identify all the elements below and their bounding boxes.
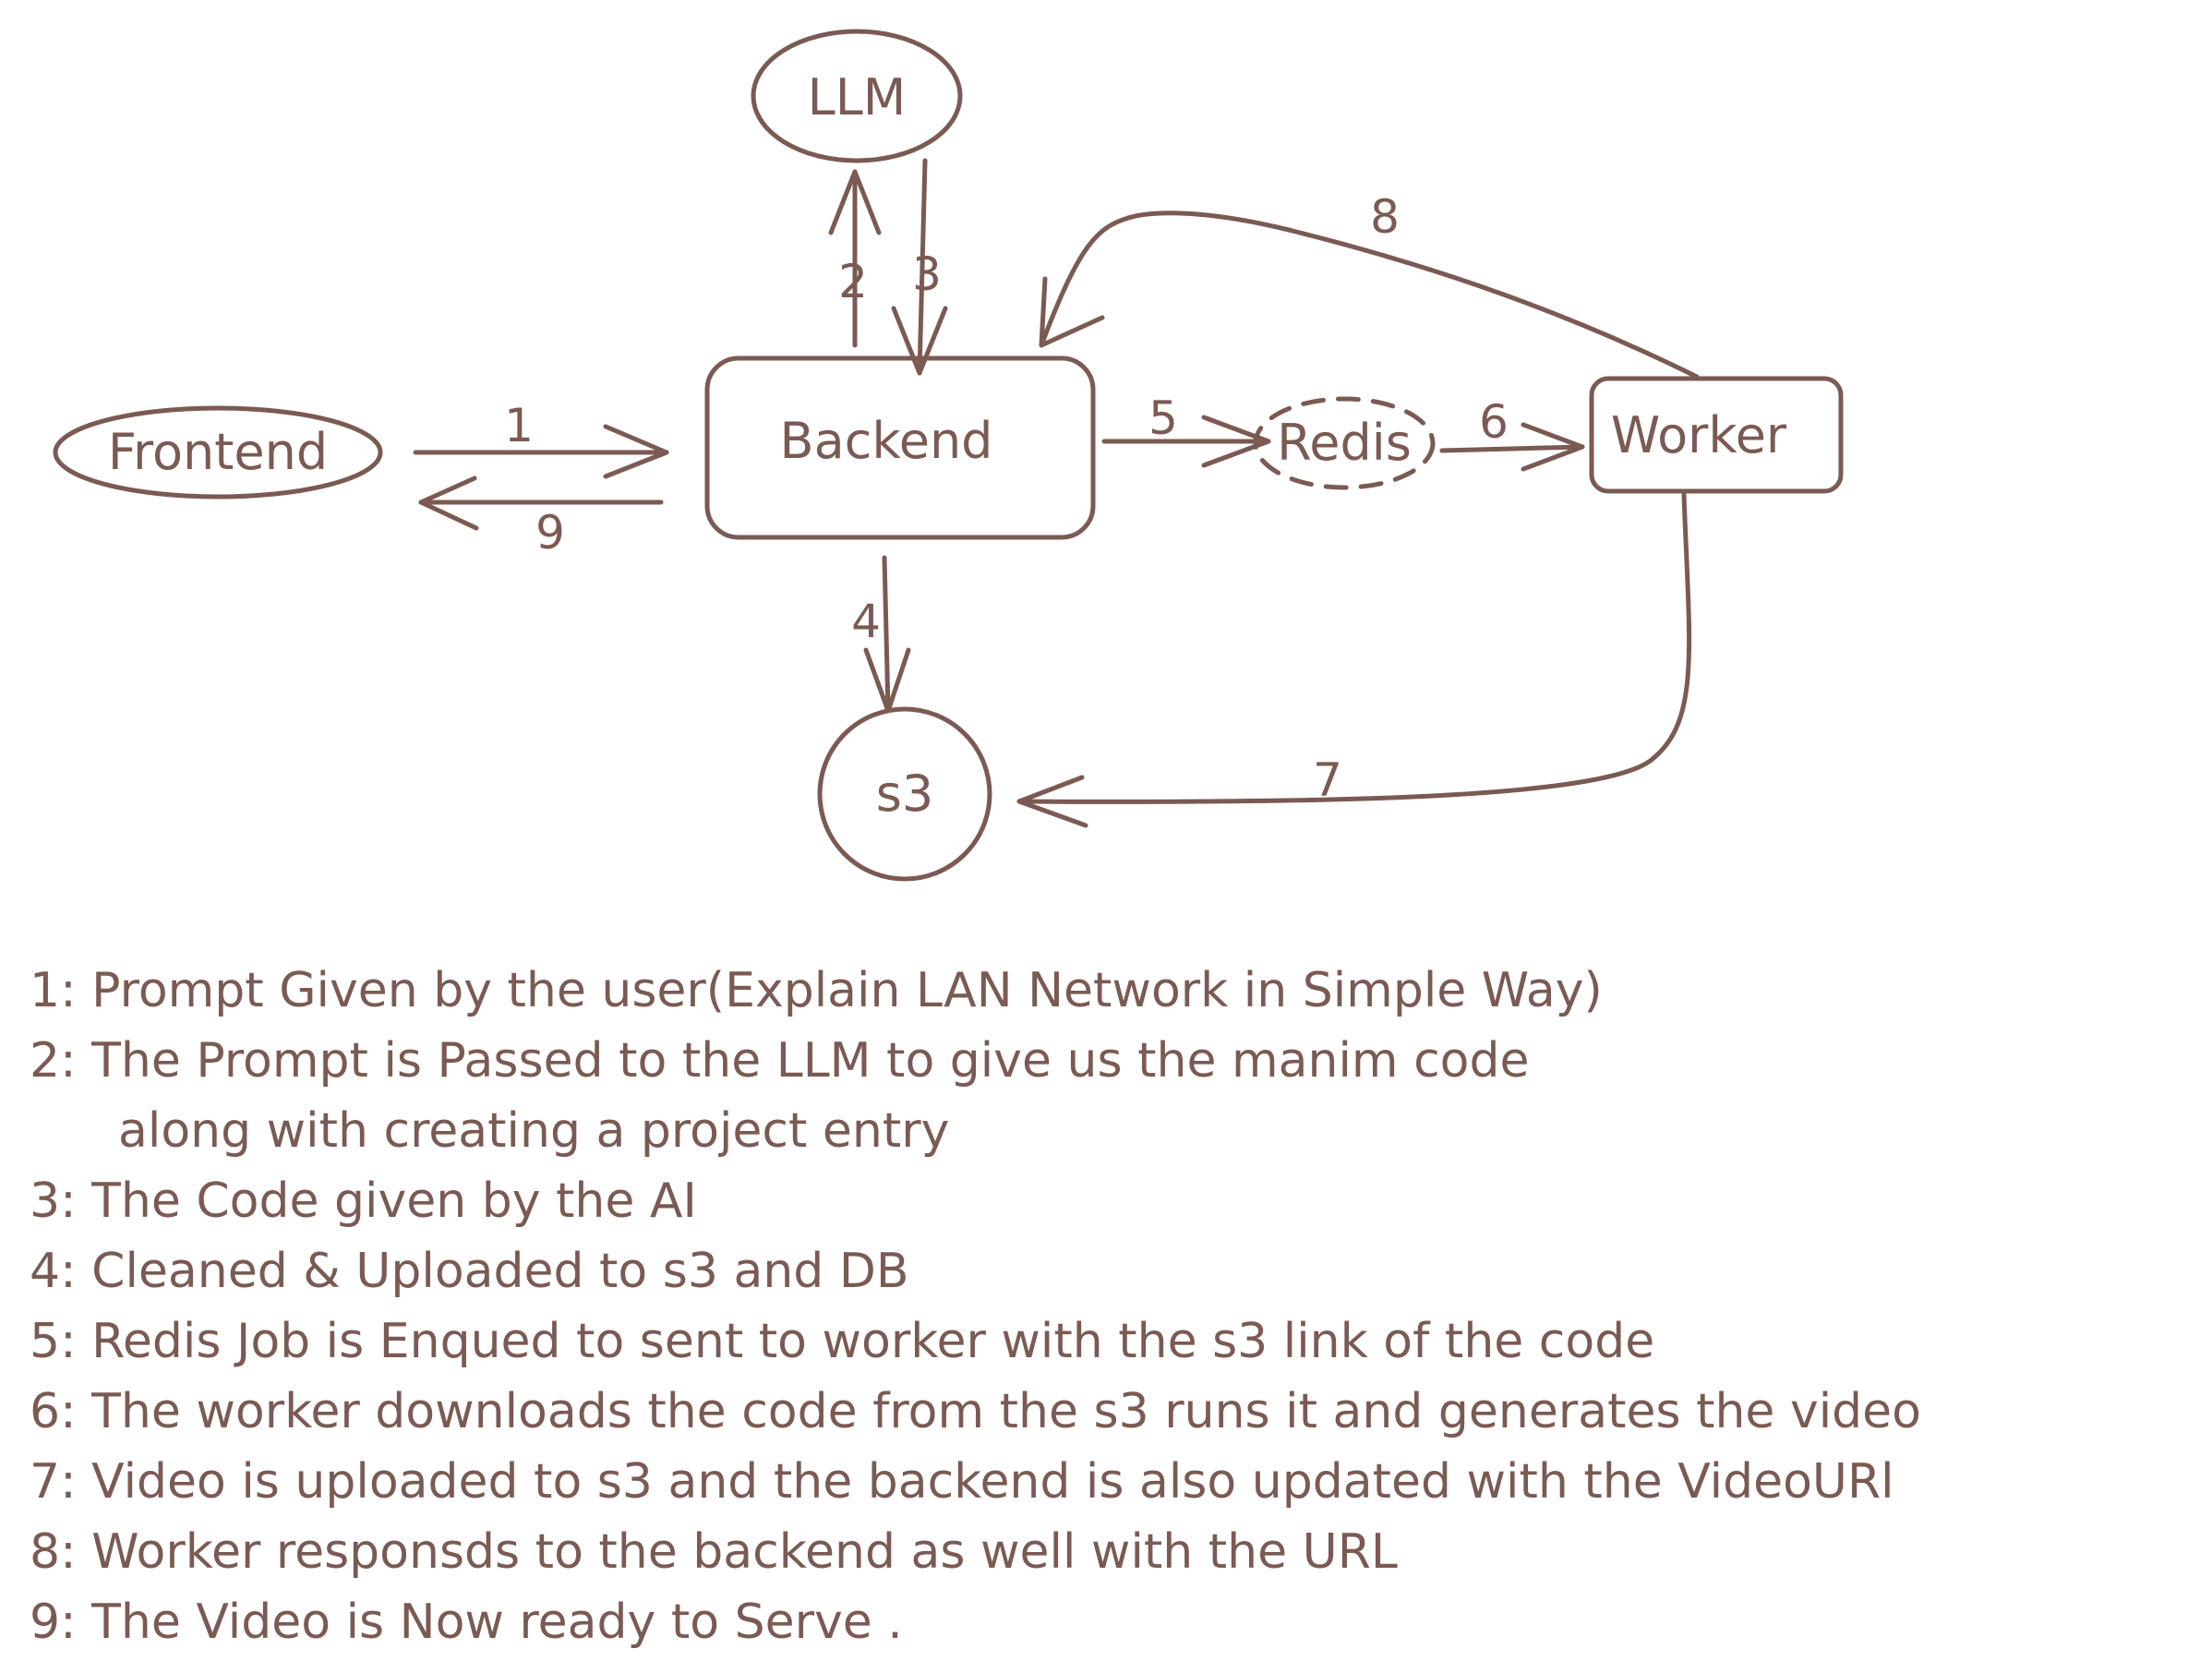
legend-line: 2: The Prompt is Passed to the LLM to gi… bbox=[30, 1033, 1530, 1089]
edge-7-arrow bbox=[1016, 492, 1692, 828]
backend-label: Backend bbox=[780, 412, 993, 470]
legend-line: 4: Cleaned & Uploaded to s3 and DB bbox=[30, 1244, 909, 1299]
edge-5-arrow bbox=[1101, 415, 1271, 468]
edge-8-label: 8 bbox=[1370, 190, 1400, 244]
frontend-node bbox=[53, 405, 383, 499]
edge-1-arrow bbox=[413, 424, 669, 479]
legend-line: 8: Worker responsds to the backend as we… bbox=[30, 1524, 1398, 1580]
edge-2-arrow bbox=[828, 169, 882, 348]
llm-node bbox=[751, 29, 963, 163]
edge-6-arrow bbox=[1439, 422, 1585, 472]
edge-2-label: 2 bbox=[838, 255, 868, 308]
legend-line: 1: Prompt Given by the user(Explain LAN … bbox=[30, 963, 1603, 1018]
edge-7-label: 7 bbox=[1313, 753, 1342, 807]
edge-5-label: 5 bbox=[1148, 391, 1178, 445]
edge-9-arrow bbox=[418, 475, 664, 531]
edge-4-arrow bbox=[863, 555, 911, 714]
s3-label: s3 bbox=[876, 764, 934, 823]
edge-3-label: 3 bbox=[912, 247, 942, 301]
legend: 1: Prompt Given by the user(Explain LAN … bbox=[30, 963, 1921, 1650]
legend-line: 3: The Code given by the AI bbox=[30, 1174, 697, 1229]
edge-9-label: 9 bbox=[535, 506, 565, 560]
legend-line: 7: Video is uploaded to s3 and the backe… bbox=[30, 1454, 1894, 1510]
legend-line: 5: Redis Job is Enqued to sent to worker… bbox=[30, 1314, 1654, 1369]
legend-line: 9: The Video is Now ready to Serve . bbox=[30, 1595, 903, 1650]
edge-3-arrow bbox=[891, 158, 948, 376]
edge-6-label: 6 bbox=[1479, 395, 1509, 449]
worker-label: Worker bbox=[1611, 406, 1787, 464]
legend-line: along with creating a project entry bbox=[118, 1103, 949, 1159]
worker-node bbox=[1589, 376, 1844, 494]
s3-node bbox=[817, 706, 992, 882]
edge-8-arrow bbox=[1039, 211, 1700, 379]
llm-label: LLM bbox=[808, 68, 907, 126]
redis-label: Redis bbox=[1277, 414, 1412, 472]
backend-node bbox=[704, 355, 1096, 540]
legend-line: 6: The worker downloads the code from th… bbox=[30, 1384, 1921, 1439]
edge-1-label: 1 bbox=[504, 399, 534, 452]
edge-4-label: 4 bbox=[851, 595, 881, 648]
frontend-label: Frontend bbox=[108, 423, 328, 481]
